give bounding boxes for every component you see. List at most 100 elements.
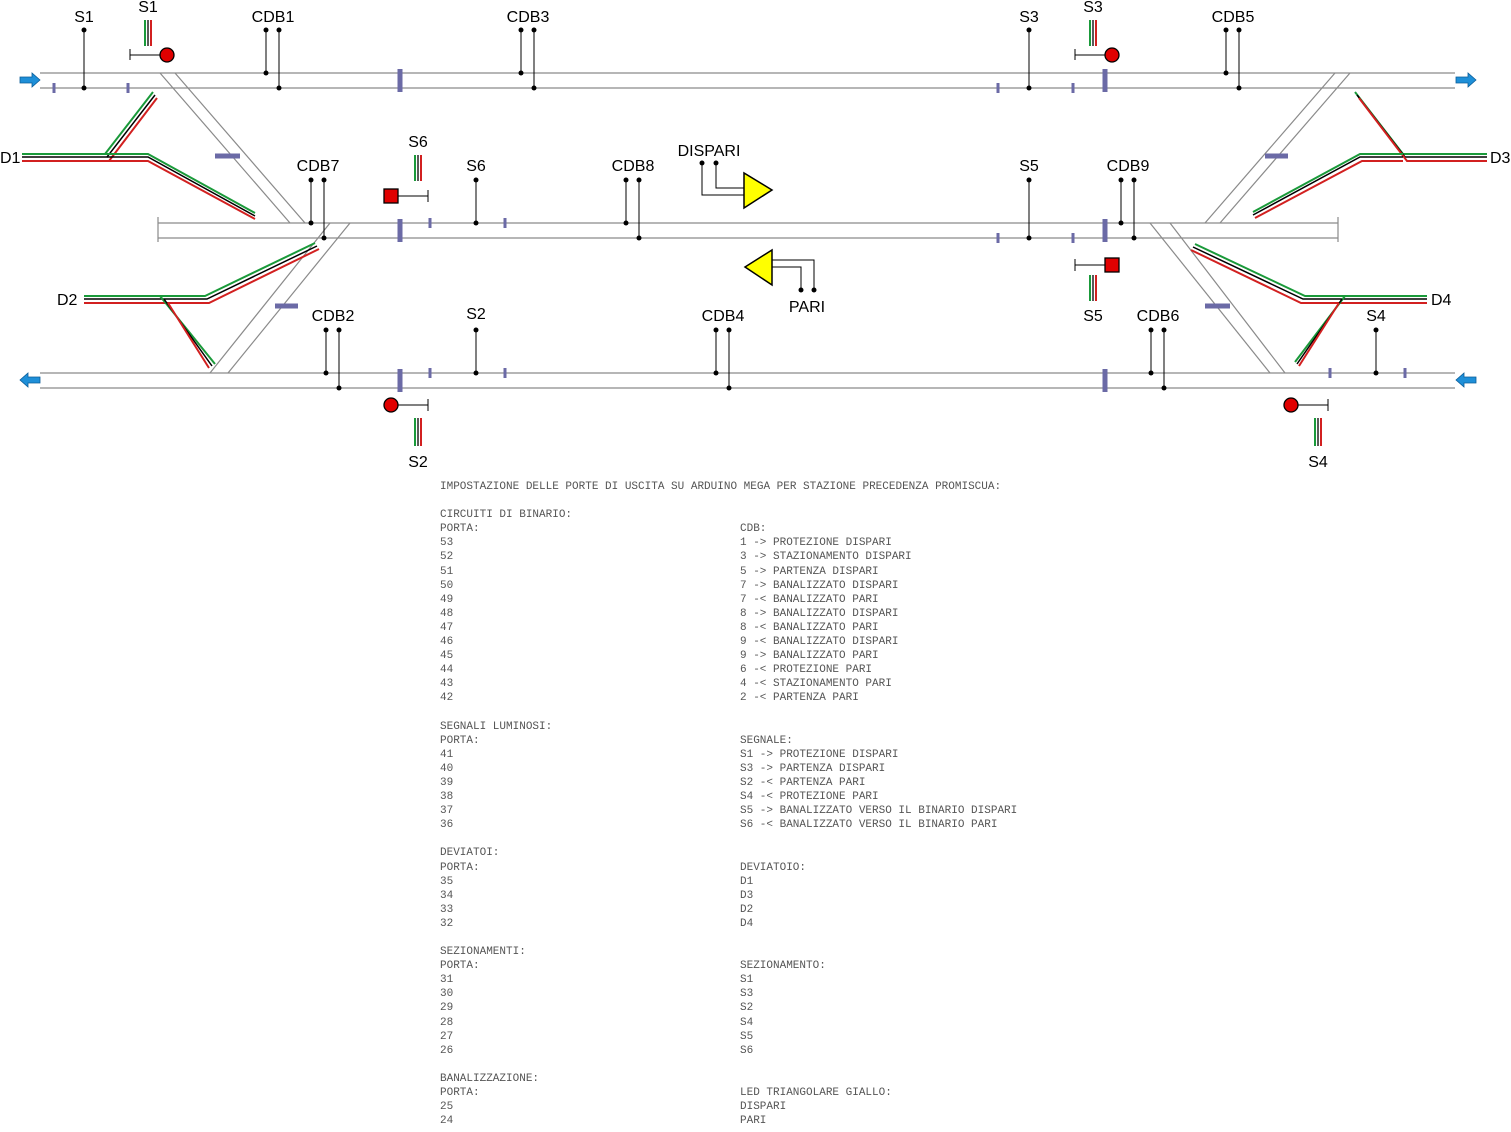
switch-d4: [1190, 243, 1427, 367]
port-number: 35: [440, 875, 454, 888]
port-number: 45: [440, 650, 454, 663]
port-number: 47: [440, 621, 454, 634]
port-number: 43: [440, 678, 454, 691]
middle-track: [157, 217, 1339, 242]
port-row: 45 9 -> BANALIZZATO PARI: [440, 649, 1490, 663]
port-function: S1 -> PROTEZIONE DISPARI: [740, 748, 899, 761]
port-function: DISPARI: [740, 1101, 787, 1114]
column-header-porta: PORTA:: [440, 523, 480, 536]
label-d2: D2: [57, 292, 78, 309]
port-number: 37: [440, 805, 454, 818]
port-number: 39: [440, 776, 454, 789]
switch-d2: [84, 242, 320, 369]
column-header-item: LED TRIANGOLARE GIALLO:: [740, 1087, 892, 1100]
block-separators: [52, 69, 1407, 392]
label-pari: PARI: [789, 299, 825, 316]
switch-d1: [22, 91, 256, 220]
port-row: 43 4 -< STAZIONAMENTO PARI: [440, 677, 1490, 691]
port-function: 4 -< STAZIONAMENTO PARI: [740, 678, 892, 691]
port-row: 35 D1: [440, 875, 1490, 889]
port-function: PARI: [740, 1115, 767, 1128]
port-row: 25 DISPARI: [440, 1100, 1490, 1114]
signal-s2: [383, 397, 429, 413]
signal-s1: [129, 47, 175, 63]
label-s6-signal: S6: [408, 134, 428, 151]
port-number: 50: [440, 579, 454, 592]
port-function: S6 -< BANALIZZATO VERSO IL BINARIO PARI: [740, 819, 998, 832]
port-function: 2 -< PARTENZA PARI: [740, 692, 859, 705]
column-header-porta: PORTA:: [440, 861, 480, 874]
port-function: S5: [740, 1030, 754, 1043]
switch-d3: [1252, 91, 1487, 219]
port-function: 9 -< BANALIZZATO DISPARI: [740, 636, 899, 649]
direction-arrows: [19, 72, 1477, 388]
column-header-item: SEZIONAMENTO:: [740, 960, 826, 973]
port-number: 25: [440, 1101, 454, 1114]
port-function: D4: [740, 917, 754, 930]
section-column-headers: PORTA:LED TRIANGOLARE GIALLO:: [440, 1086, 1490, 1100]
port-function: 9 -> BANALIZZATO PARI: [740, 650, 879, 663]
column-header-porta: PORTA:: [440, 734, 480, 747]
label-cdb3: CDB3: [507, 9, 550, 26]
label-s1-top: S1: [74, 9, 94, 26]
column-header-item: DEVIATOIO:: [740, 861, 807, 874]
port-function: D2: [740, 903, 754, 916]
doc-title: IMPOSTAZIONE DELLE PORTE DI USCITA SU AR…: [440, 481, 1002, 493]
port-function: S3: [740, 988, 754, 1001]
label-dispari: DISPARI: [678, 143, 741, 160]
port-function: 6 -< PROTEZIONE PARI: [740, 664, 873, 677]
detection-wires: [81, 27, 1379, 391]
port-number: 27: [440, 1030, 454, 1043]
column-header-item: CDB:: [740, 523, 767, 536]
label-cdb4: CDB4: [702, 308, 745, 325]
label-d3: D3: [1490, 150, 1511, 167]
label-cdb2: CDB2: [312, 308, 355, 325]
port-number: 30: [440, 988, 454, 1001]
section-heading: SEGNALI LUMINOSI:: [440, 720, 553, 733]
port-function: D1: [740, 875, 754, 888]
label-s5-signal: S5: [1083, 308, 1103, 325]
port-function: 5 -> PARTENZA DISPARI: [740, 565, 879, 578]
section-column-headers: PORTA: SEZIONAMENTO:: [440, 959, 1490, 973]
port-number: 31: [440, 974, 454, 987]
port-number: 38: [440, 791, 454, 804]
section-column-headers: PORTA:SEGNALE:: [440, 734, 1490, 748]
label-s3-top: S3: [1019, 9, 1039, 26]
section-column-headers: PORTA: CDB:: [440, 522, 1490, 536]
track-diagram: S1 S1 CDB1 CDB3 S3 S3 CDB5 D1 D3 D2 D4 S…: [0, 0, 1511, 471]
port-row: 30 S3: [440, 987, 1490, 1001]
label-s6-mid: S6: [466, 158, 486, 175]
upper-track: [40, 72, 1455, 89]
port-number: 28: [440, 1016, 454, 1029]
label-cdb7: CDB7: [297, 158, 340, 175]
signal-s3: [1074, 47, 1120, 63]
label-cdb5: CDB5: [1212, 9, 1255, 26]
label-s3-signal: S3: [1083, 0, 1103, 16]
label-s2-signal: S2: [408, 454, 428, 471]
column-header-porta: PORTA:: [440, 960, 480, 973]
port-number: 42: [440, 692, 454, 705]
signal-s4: [1283, 397, 1329, 413]
port-function: S2: [740, 1002, 754, 1015]
port-number: 53: [440, 537, 454, 550]
port-number: 48: [440, 607, 454, 620]
led-pari: [743, 248, 817, 293]
port-number: 49: [440, 593, 454, 606]
